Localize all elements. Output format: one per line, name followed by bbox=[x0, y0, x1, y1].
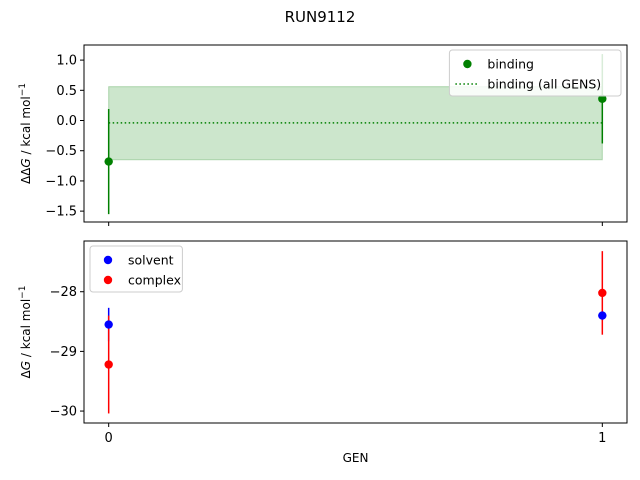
top-y-tick-label-4: 0.5 bbox=[56, 84, 77, 99]
bottom-legend: solvent complex bbox=[89, 245, 183, 293]
top-y-tick-label-2: −0.5 bbox=[45, 144, 77, 159]
bottom-legend-marker-1 bbox=[103, 275, 113, 285]
top-legend-marker-0 bbox=[463, 59, 472, 69]
top-legend-box bbox=[448, 49, 622, 97]
bottom-solvent-point-0 bbox=[104, 320, 113, 329]
top-y-axis-label: ΔΔG / kcal mol−1 bbox=[18, 83, 33, 184]
bottom-ylabel-exponent: −1 bbox=[18, 286, 28, 299]
bottom-legend-label-1: complex bbox=[128, 273, 181, 288]
top-ylabel-g: G bbox=[19, 158, 33, 167]
top-panel: −1.5 −1.0 −0.5 0.0 0.5 1.0 ΔΔG / kcal mol−1 b… bbox=[18, 44, 628, 226]
bottom-axes: −30 −29 −28 0 1 bbox=[50, 285, 607, 446]
top-plot-area bbox=[104, 54, 607, 215]
bottom-x-tick-label-1: 1 bbox=[598, 431, 606, 446]
top-binding-point-0 bbox=[104, 157, 113, 166]
bottom-ylabel-g: G bbox=[19, 361, 33, 370]
top-ylabel-unit: / kcal mol bbox=[19, 96, 33, 158]
top-axes: −1.5 −1.0 −0.5 0.0 0.5 1.0 bbox=[45, 54, 603, 226]
bottom-x-tick-label-0: 0 bbox=[105, 431, 113, 446]
top-aggregate-band bbox=[108, 86, 603, 161]
bottom-ylabel-delta: Δ bbox=[19, 369, 33, 378]
bottom-solvent-point-1 bbox=[598, 311, 607, 320]
bottom-axes-frame bbox=[83, 240, 628, 424]
bottom-ylabel-unit: / kcal mol bbox=[19, 299, 33, 361]
top-binding-point-1 bbox=[598, 94, 607, 103]
bottom-legend-box bbox=[89, 245, 183, 293]
top-legend-label-0: binding bbox=[487, 57, 534, 72]
top-ylabel-delta: ΔΔ bbox=[19, 167, 33, 184]
bottom-y-tick-label-2: −28 bbox=[50, 285, 77, 300]
bottom-complex-point-0 bbox=[104, 360, 113, 369]
bottom-complex-point-1 bbox=[598, 288, 607, 298]
chart-title: RUN9112 bbox=[285, 8, 356, 26]
top-y-tick-label-3: 0.0 bbox=[56, 114, 77, 129]
bottom-x-axis-label: GEN bbox=[343, 451, 369, 465]
top-axes-frame bbox=[83, 44, 628, 223]
bottom-plot-area bbox=[104, 251, 607, 414]
top-y-tick-label-5: 1.0 bbox=[56, 54, 77, 69]
bottom-y-tick-label-0: −30 bbox=[50, 405, 77, 420]
bottom-legend-label-0: solvent bbox=[128, 253, 174, 268]
bottom-panel: −30 −29 −28 0 1 ΔG / kcal mol−1 GEN solvent c… bbox=[18, 240, 628, 465]
top-y-tick-label-1: −1.0 bbox=[45, 174, 77, 189]
bottom-legend-marker-0 bbox=[103, 255, 113, 265]
bottom-y-axis-label: ΔG / kcal mol−1 bbox=[18, 286, 33, 379]
bottom-y-tick-label-1: −29 bbox=[50, 345, 77, 360]
top-legend: binding binding (all GENS) bbox=[448, 49, 622, 97]
top-legend-label-1: binding (all GENS) bbox=[487, 77, 601, 92]
top-ylabel-exponent: −1 bbox=[18, 83, 28, 96]
top-y-tick-label-0: −1.5 bbox=[45, 205, 77, 220]
